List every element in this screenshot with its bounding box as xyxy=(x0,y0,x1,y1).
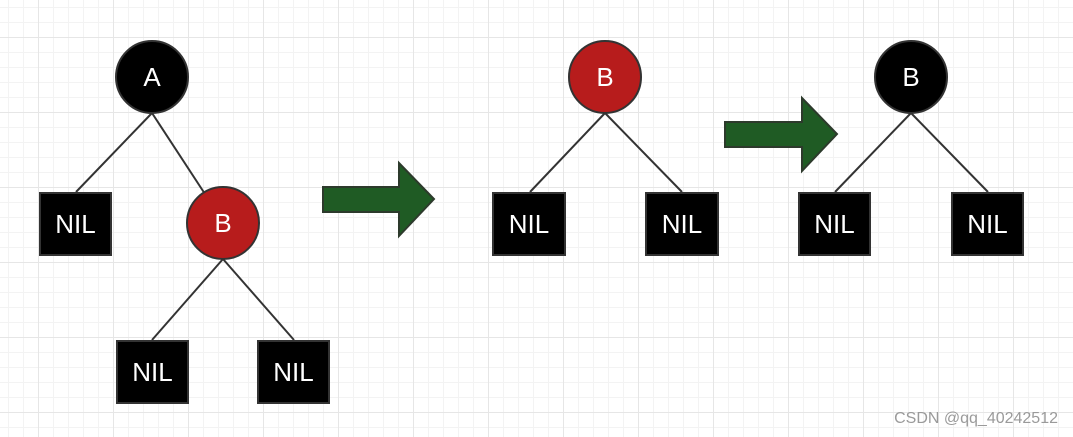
nil-right: NIL xyxy=(645,192,719,256)
edge-b-left xyxy=(151,258,224,341)
edge-root-right xyxy=(604,112,683,193)
edge-a-left xyxy=(75,112,153,193)
tree-3: B NIL NIL xyxy=(798,40,1024,256)
watermark: CSDN @qq_40242512 xyxy=(894,410,1058,427)
red-node-circle xyxy=(568,40,642,114)
node-label: A xyxy=(143,62,161,92)
black-node-circle xyxy=(874,40,948,114)
node-label: B xyxy=(902,62,919,92)
nil-label: NIL xyxy=(273,357,313,387)
edge-root-left xyxy=(529,112,606,193)
nil-left: NIL xyxy=(798,192,871,256)
nil-label: NIL xyxy=(662,209,702,239)
red-node-circle xyxy=(186,186,260,260)
node-a: A xyxy=(115,40,189,114)
nil-label: NIL xyxy=(967,209,1007,239)
nil-box xyxy=(39,192,112,256)
node-b-red: B xyxy=(568,40,642,114)
edge-a-b xyxy=(151,112,206,195)
nil-box xyxy=(951,192,1024,256)
right-arrow-icon xyxy=(322,160,436,239)
nil-a-left: NIL xyxy=(39,192,112,256)
edge-root-right xyxy=(910,112,989,193)
node-b: B xyxy=(186,186,260,260)
nil-box xyxy=(798,192,871,256)
nil-left: NIL xyxy=(492,192,566,256)
nil-b-left: NIL xyxy=(116,340,189,404)
node-b-black: B xyxy=(874,40,948,114)
nil-label: NIL xyxy=(814,209,854,239)
nil-box xyxy=(116,340,189,404)
nil-box xyxy=(492,192,566,256)
edge-b-right xyxy=(222,258,295,341)
nil-right: NIL xyxy=(951,192,1024,256)
tree-1: A NIL B NIL NIL xyxy=(39,40,330,404)
nil-label: NIL xyxy=(132,357,172,387)
nil-box xyxy=(257,340,330,404)
nil-label: NIL xyxy=(509,209,549,239)
right-arrow-icon xyxy=(724,95,839,174)
tree-2: B NIL NIL xyxy=(492,40,719,256)
black-node-circle xyxy=(115,40,189,114)
nil-box xyxy=(645,192,719,256)
nil-label: NIL xyxy=(55,209,95,239)
node-label: B xyxy=(214,208,231,238)
nil-b-right: NIL xyxy=(257,340,330,404)
node-label: B xyxy=(596,62,613,92)
edge-root-left xyxy=(834,112,912,193)
